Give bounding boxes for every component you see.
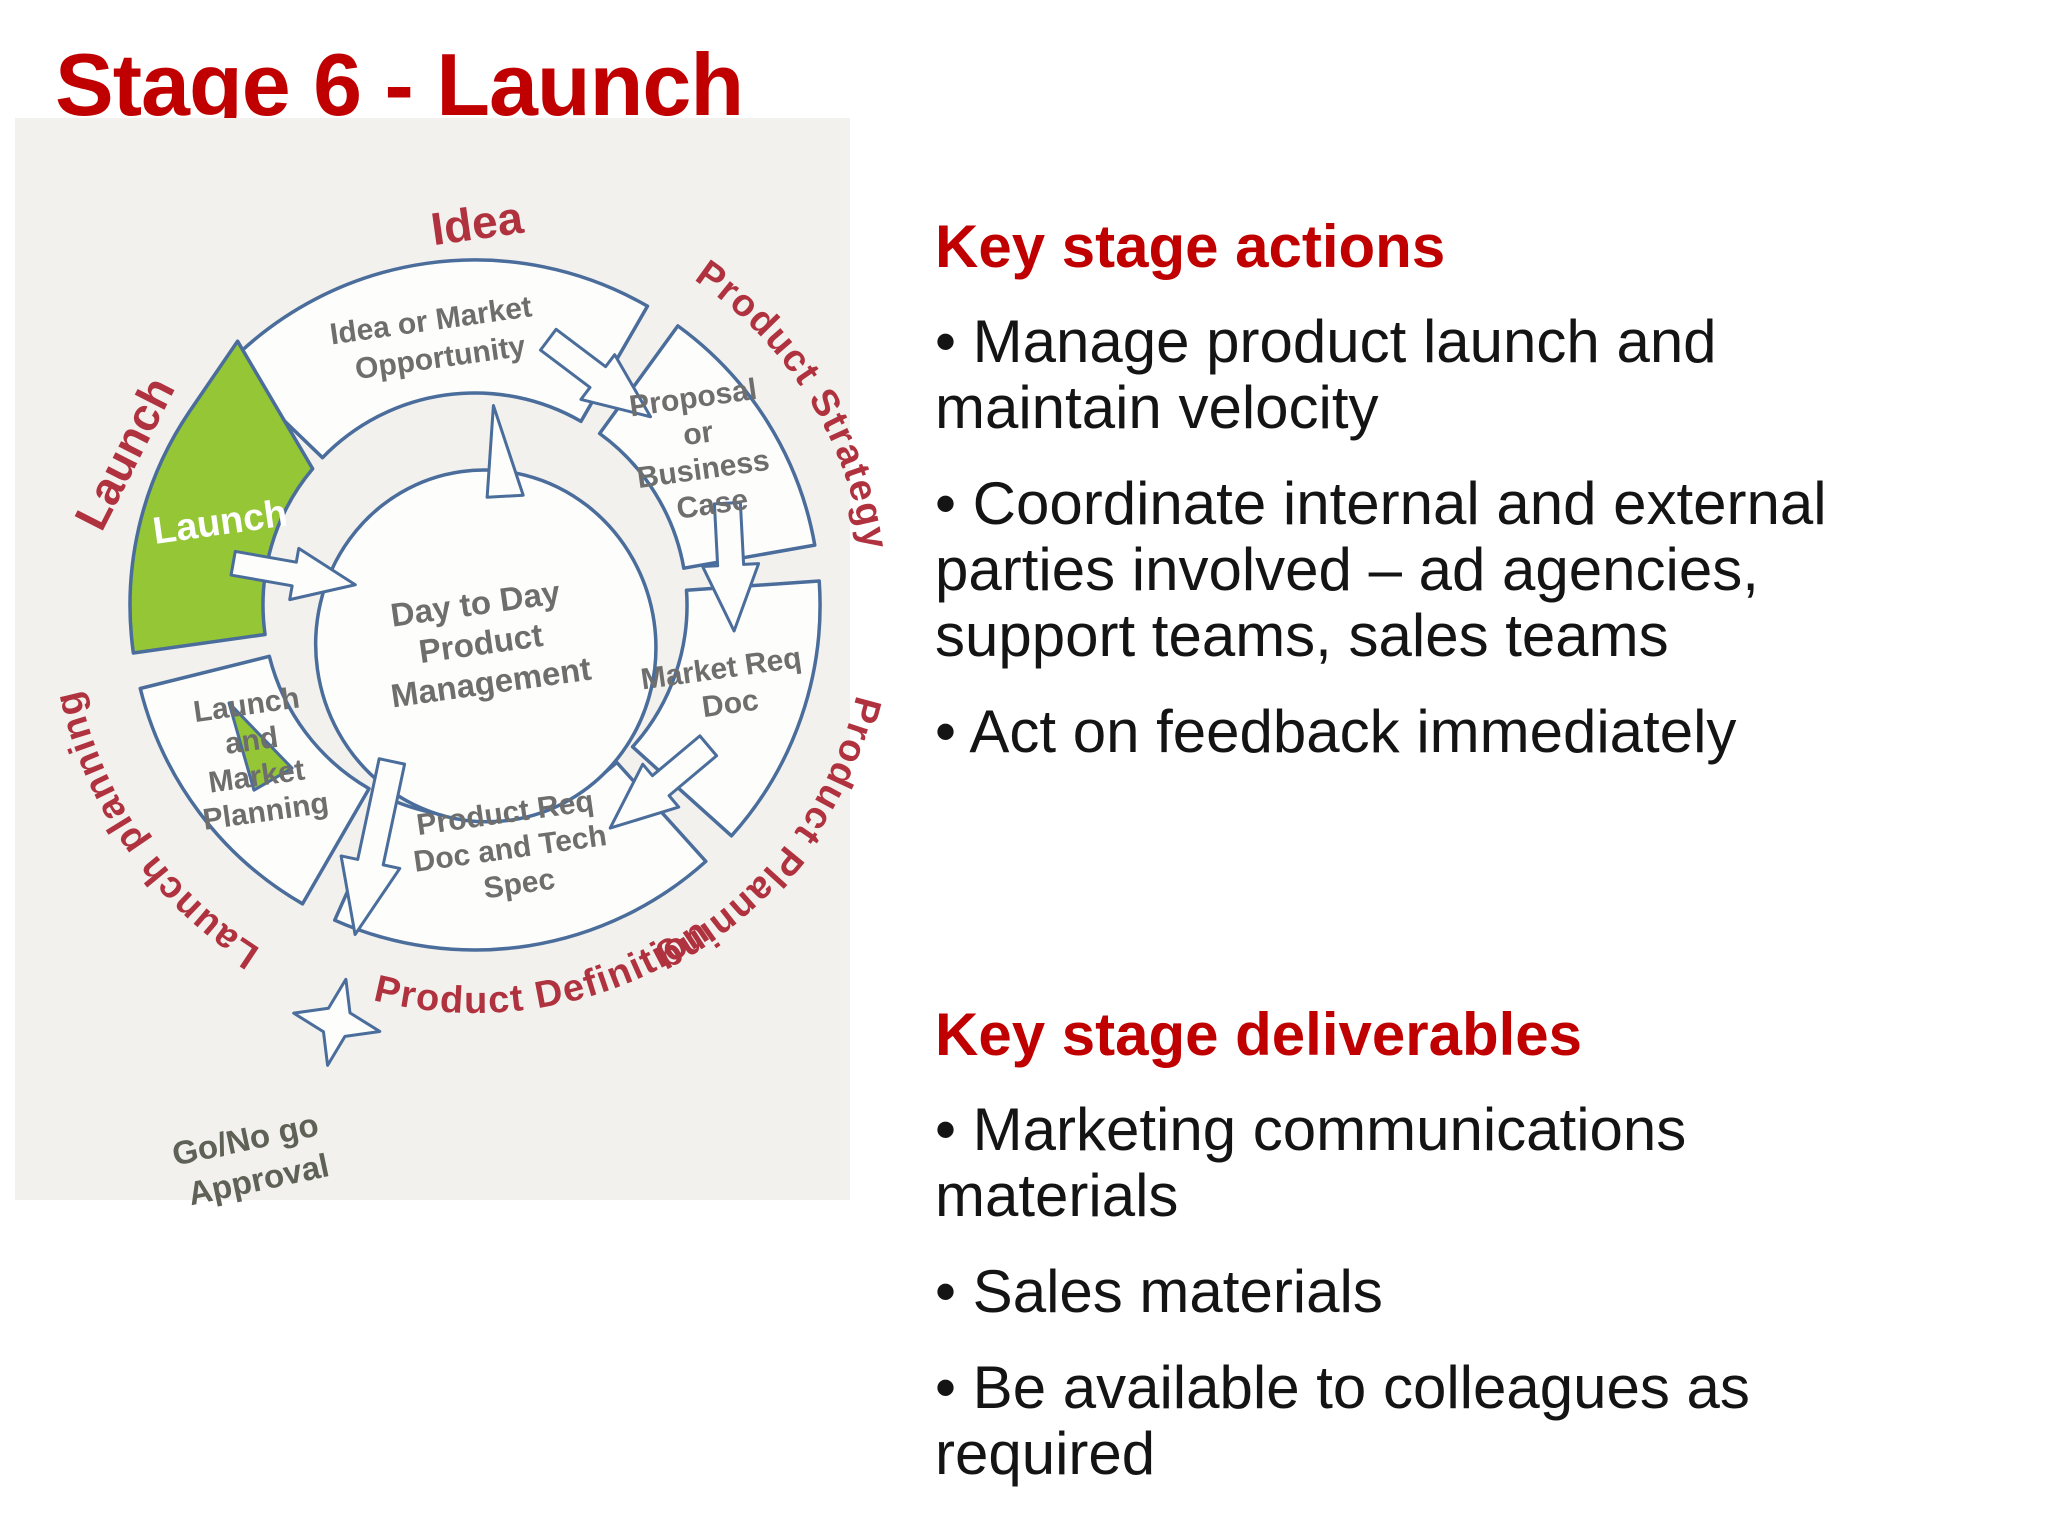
flow-arrow-marketreq-to-productreq: [608, 734, 719, 830]
page-title: Stage 6 - Launch: [55, 35, 744, 134]
flow-arrow-proposal-to-marketreq: [701, 500, 761, 633]
action-bullet: • Act on feedback immediately: [935, 698, 1737, 765]
deliverable-bullet: • Sales materials: [935, 1258, 1383, 1325]
flow-arrow-idea-to-proposal: [538, 327, 653, 419]
center-circle: [313, 468, 658, 824]
segment-proposal-business-case: [597, 324, 817, 570]
stage-label-launch-market-planning: Launch and Market Planning: [186, 680, 331, 837]
product-lifecycle-diagram: Idea or Market Opportunity Proposal or B…: [46, 191, 885, 1214]
deliverable-bullet: • Be available to colleagues as required: [935, 1354, 1750, 1487]
key-stage-deliverables-section: Key stage deliverables • Marketing commu…: [935, 1000, 1995, 1517]
action-bullet: • Coordinate internal and external parti…: [935, 470, 1827, 669]
flow-arrow-launch-to-center: [229, 546, 357, 602]
flow-arrow-planning-to-launch: [227, 701, 294, 792]
deliverable-bullet: • Marketing communications materials: [935, 1096, 1687, 1229]
flow-arrow-productreq-to-gate: [339, 757, 407, 937]
deliverables-heading: Key stage deliverables: [935, 1001, 1583, 1068]
actions-heading: Key stage actions: [935, 213, 1446, 280]
action-bullet: • Manage product launch and maintain vel…: [935, 308, 1717, 441]
key-stage-actions-section: Key stage actions • Manage product launc…: [935, 212, 1995, 795]
outer-label-idea: Idea: [428, 191, 527, 255]
flow-arrow-center-to-idea: [485, 403, 525, 499]
go-no-go-star-icon: [292, 977, 382, 1067]
gate-label-go-no-go: Go/No go Approval: [169, 1104, 340, 1214]
segment-idea-or-market-opportunity: [225, 258, 650, 460]
